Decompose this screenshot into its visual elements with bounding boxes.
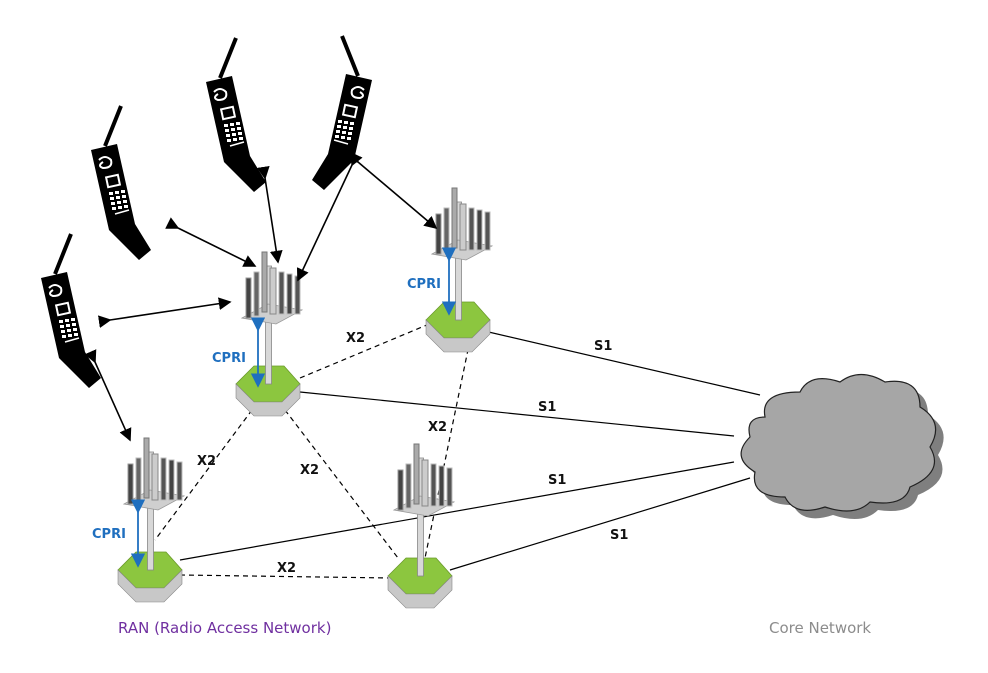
enb-tower-4 (387, 443, 455, 609)
s1-link (299, 391, 735, 437)
x2-label: X2 (428, 420, 447, 435)
x2-label: X2 (346, 331, 365, 346)
ue-phone-1 (204, 36, 268, 194)
enb-tower-3 (117, 437, 185, 603)
ran-label: RAN (Radio Access Network) (118, 619, 331, 637)
s1-link (479, 329, 761, 396)
enb-tower-1 (235, 251, 303, 417)
radio-arrow (345, 149, 438, 230)
x2-label: X2 (197, 454, 216, 469)
radio-arrow (256, 165, 283, 264)
core-network-cloud (740, 373, 944, 519)
radio-arrow (296, 152, 363, 282)
radio-arrow (84, 349, 132, 442)
cpri-label: CPRI (92, 527, 126, 542)
radio-links (84, 149, 438, 442)
x2-link (154, 409, 253, 541)
x2-link (284, 409, 399, 559)
cpri-label: CPRI (407, 277, 441, 292)
cpri-links (130, 247, 457, 568)
x2-link (179, 574, 391, 579)
x2-link (299, 321, 435, 379)
cpri-label: CPRI (212, 351, 246, 366)
ue-phone-3 (89, 104, 153, 262)
ue-phone-4 (39, 232, 103, 390)
s1-label: S1 (538, 400, 556, 415)
x2-link (424, 339, 471, 559)
s1-label: S1 (548, 473, 566, 488)
x2-label: X2 (277, 561, 296, 576)
s1-links (179, 329, 761, 571)
x2-label: X2 (300, 463, 319, 478)
s1-link (179, 461, 735, 561)
radio-arrow (97, 297, 232, 328)
s1-label: S1 (610, 528, 628, 543)
core-network-label: Core Network (769, 619, 871, 637)
radio-arrow (165, 217, 257, 267)
enb-tower-2 (425, 187, 493, 353)
x2-links (154, 321, 471, 579)
s1-label: S1 (594, 339, 612, 354)
s1-link (449, 477, 751, 571)
